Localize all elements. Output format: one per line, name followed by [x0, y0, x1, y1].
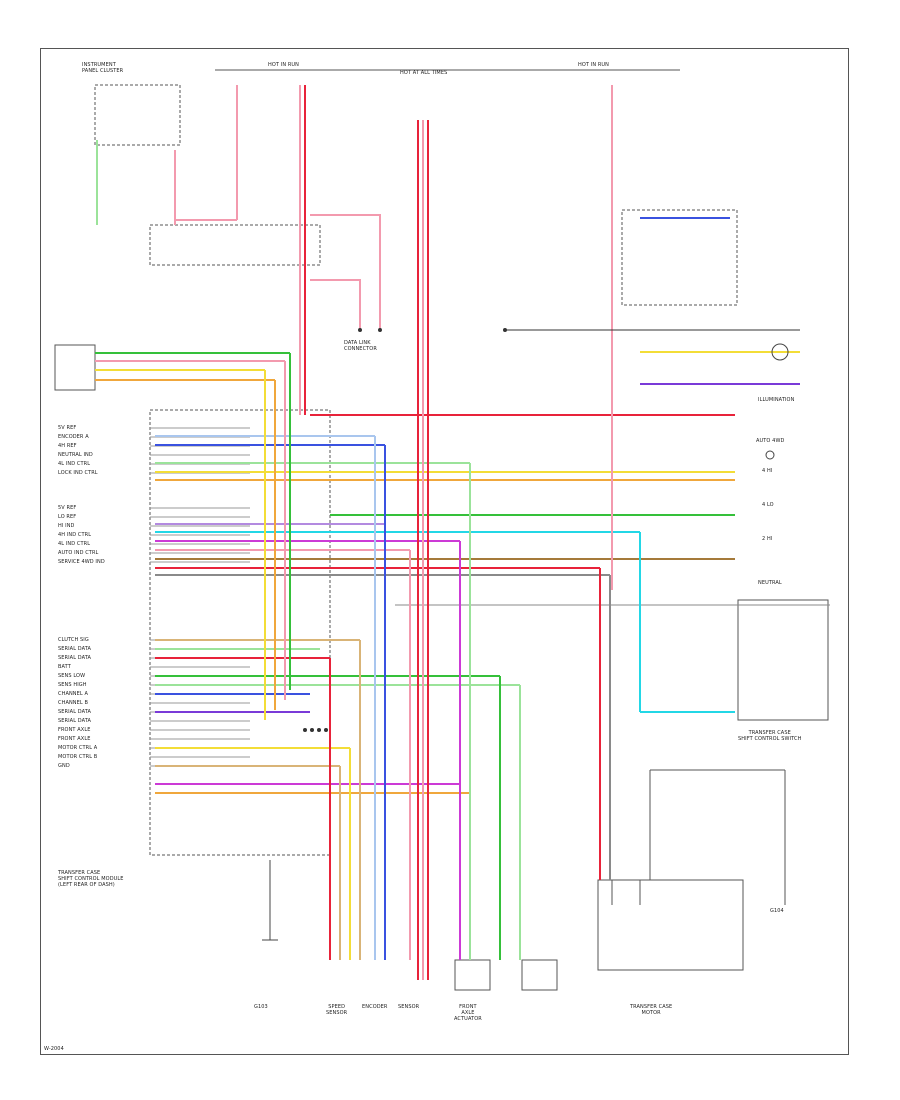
label-header-left: INSTRUMENT PANEL CLUSTER [82, 62, 124, 74]
shift-switch-box [737, 599, 829, 721]
pin-label-16: BATT [58, 664, 71, 670]
label-front-axle: FRONT AXLE ACTUATOR [454, 1004, 482, 1022]
splice-dot-7 [503, 328, 507, 332]
ipc-box [94, 84, 181, 146]
actuator-box [521, 959, 558, 991]
wire-pink-dlc2 [310, 279, 361, 330]
pin-label-4: 4L IND CTRL [58, 461, 91, 467]
motor-box [597, 879, 744, 971]
label-neutral: NEUTRAL [758, 580, 782, 586]
splice-dot-4 [324, 728, 328, 732]
label-data-link: DATA LINK CONNECTOR [344, 340, 377, 352]
splice-dot-1 [303, 728, 307, 732]
pin-label-8: HI IND [58, 523, 75, 529]
splice-dot-3 [317, 728, 321, 732]
pin-label-13: CLUTCH SIG [58, 637, 89, 643]
pin-label-0: 5V REF [58, 425, 77, 431]
splice-dot-2 [310, 728, 314, 732]
pin-label-9: 4H IND CTRL [58, 532, 92, 538]
label-ground-left: G103 [254, 1004, 268, 1010]
front-axle-box [454, 959, 491, 991]
label-footer: W-2004 [44, 1046, 64, 1052]
label-encoder: ENCODER [362, 1004, 388, 1010]
pin-label-23: FRONT AXLE [58, 727, 91, 733]
pin-label-1: ENCODER A [58, 434, 89, 440]
auto-switch-icon [765, 450, 775, 460]
pin-label-3: NEUTRAL IND [58, 452, 93, 458]
pin-label-20: CHANNEL B [58, 700, 89, 706]
module-box [149, 409, 331, 856]
wire-pink-dlc [310, 214, 381, 330]
label-motor: TRANSFER CASE MOTOR [630, 1004, 673, 1016]
pin-label-17: SENS LOW [58, 673, 86, 679]
label-sensor: SENSOR [398, 1004, 420, 1010]
label-4lo: 4 LO [762, 502, 774, 508]
label-fuse-top-right: HOT IN RUN [578, 62, 610, 68]
label-ground-right: G104 [770, 908, 784, 914]
diagram-frame [40, 48, 849, 1055]
pin-label-10: 4L IND CTRL [58, 541, 91, 547]
pin-label-14: SERIAL DATA [58, 646, 92, 652]
pin-label-6: 5V REF [58, 505, 77, 511]
pin-label-25: MOTOR CTRL A [58, 745, 98, 751]
splice-dot-6 [378, 328, 382, 332]
label-illumination: ILLUMINATION [758, 397, 795, 403]
junction-box [149, 224, 321, 266]
upper-right-box [621, 209, 738, 306]
pin-label-11: AUTO IND CTRL [58, 550, 99, 556]
left-sensor-box [54, 344, 96, 391]
pin-label-7: LO REF [58, 514, 77, 520]
pin-label-27: GND [58, 763, 70, 769]
label-speed-sensor: SPEED SENSOR [326, 1004, 348, 1016]
pin-label-15: SERIAL DATA [58, 655, 92, 661]
pin-label-12: SERVICE 4WD IND [58, 559, 105, 565]
label-2hi: 2 HI [762, 536, 773, 542]
pin-label-21: SERIAL DATA [58, 709, 92, 715]
pin-label-24: FRONT AXLE [58, 736, 91, 742]
label-module: TRANSFER CASE SHIFT CONTROL MODULE (LEFT… [58, 870, 124, 888]
pin-label-2: 4H REF [58, 443, 77, 449]
label-4hi: 4 HI [762, 468, 773, 474]
pin-label-26: MOTOR CTRL B [58, 754, 98, 760]
pin-label-19: CHANNEL A [58, 691, 89, 697]
label-fuse-top-left: HOT IN RUN [268, 62, 300, 68]
label-fuse-center: HOT AT ALL TIMES [400, 70, 448, 76]
pin-label-18: SENS HIGH [58, 682, 87, 688]
pin-label-22: SERIAL DATA [58, 718, 92, 724]
pin-label-5: LOCK IND CTRL [58, 470, 98, 476]
splice-dot-5 [358, 328, 362, 332]
label-switch-box: TRANSFER CASE SHIFT CONTROL SWITCH [738, 730, 802, 742]
illum-bulb-icon [771, 343, 789, 361]
label-auto-4wd: AUTO 4WD [756, 438, 785, 444]
